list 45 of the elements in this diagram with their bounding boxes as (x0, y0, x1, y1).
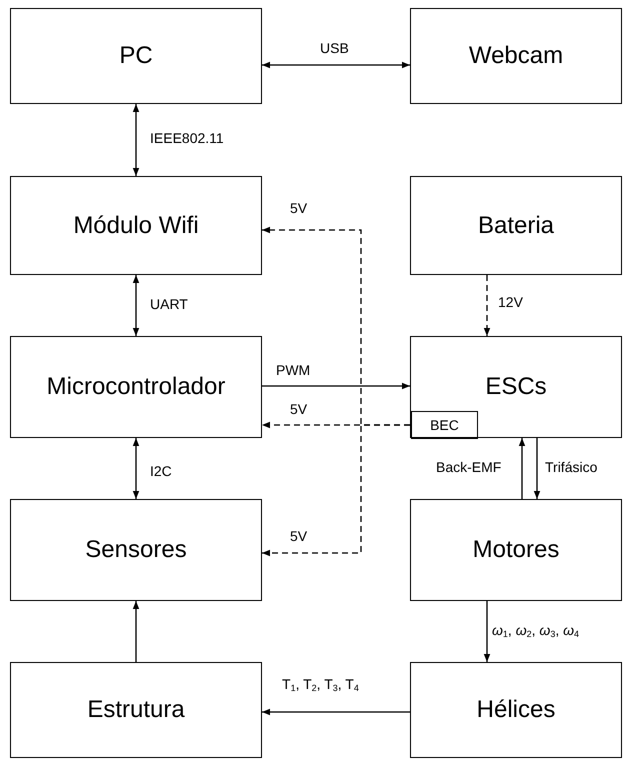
edge-label: I2C (150, 463, 172, 479)
arrow (262, 62, 410, 68)
block-label: PC (119, 42, 153, 70)
block-label: Sensores (85, 536, 187, 564)
block-label: Estrutura (87, 696, 185, 724)
block-label: ESCs (485, 373, 547, 401)
block-label: Microcontrolador (46, 373, 226, 401)
block-label: Módulo Wifi (73, 212, 199, 240)
edge-label: Trifásico (545, 459, 598, 475)
arrow (132, 104, 140, 176)
edge-label: IEEE802.11 (150, 130, 224, 146)
block-label: Bateria (478, 212, 554, 240)
edge-label: Back-EMF (436, 459, 502, 475)
sub-block-box (411, 411, 478, 439)
arrow (132, 275, 140, 336)
arrow (262, 382, 410, 390)
block-box (410, 662, 622, 758)
edge-label: 12V (498, 294, 523, 310)
edge-label: UART (150, 296, 188, 312)
block-box (410, 499, 622, 601)
edge-label: USB (320, 40, 349, 56)
arrow (518, 438, 526, 499)
arrow (132, 438, 140, 499)
block-box (10, 499, 262, 601)
arrow (534, 438, 540, 499)
block-box (10, 176, 262, 275)
block-label: Hélices (476, 696, 556, 724)
block-box (10, 8, 262, 104)
block-box (10, 662, 262, 758)
arrow (484, 275, 490, 336)
edge-label: PWM (276, 362, 310, 378)
block-box (10, 336, 262, 438)
block-box (410, 176, 622, 275)
edge-label: 5V (290, 200, 308, 216)
edge-label: 5V (290, 528, 308, 544)
block-label: Webcam (468, 42, 564, 70)
arrow (262, 424, 410, 556)
block-box (410, 336, 622, 438)
block-label: BEC (430, 417, 459, 433)
arrow (132, 601, 140, 662)
edge-label: 5V (290, 401, 308, 417)
block-label: Motores (472, 536, 560, 564)
arrow (484, 601, 490, 662)
block-box (410, 8, 622, 104)
arrow (262, 708, 410, 716)
